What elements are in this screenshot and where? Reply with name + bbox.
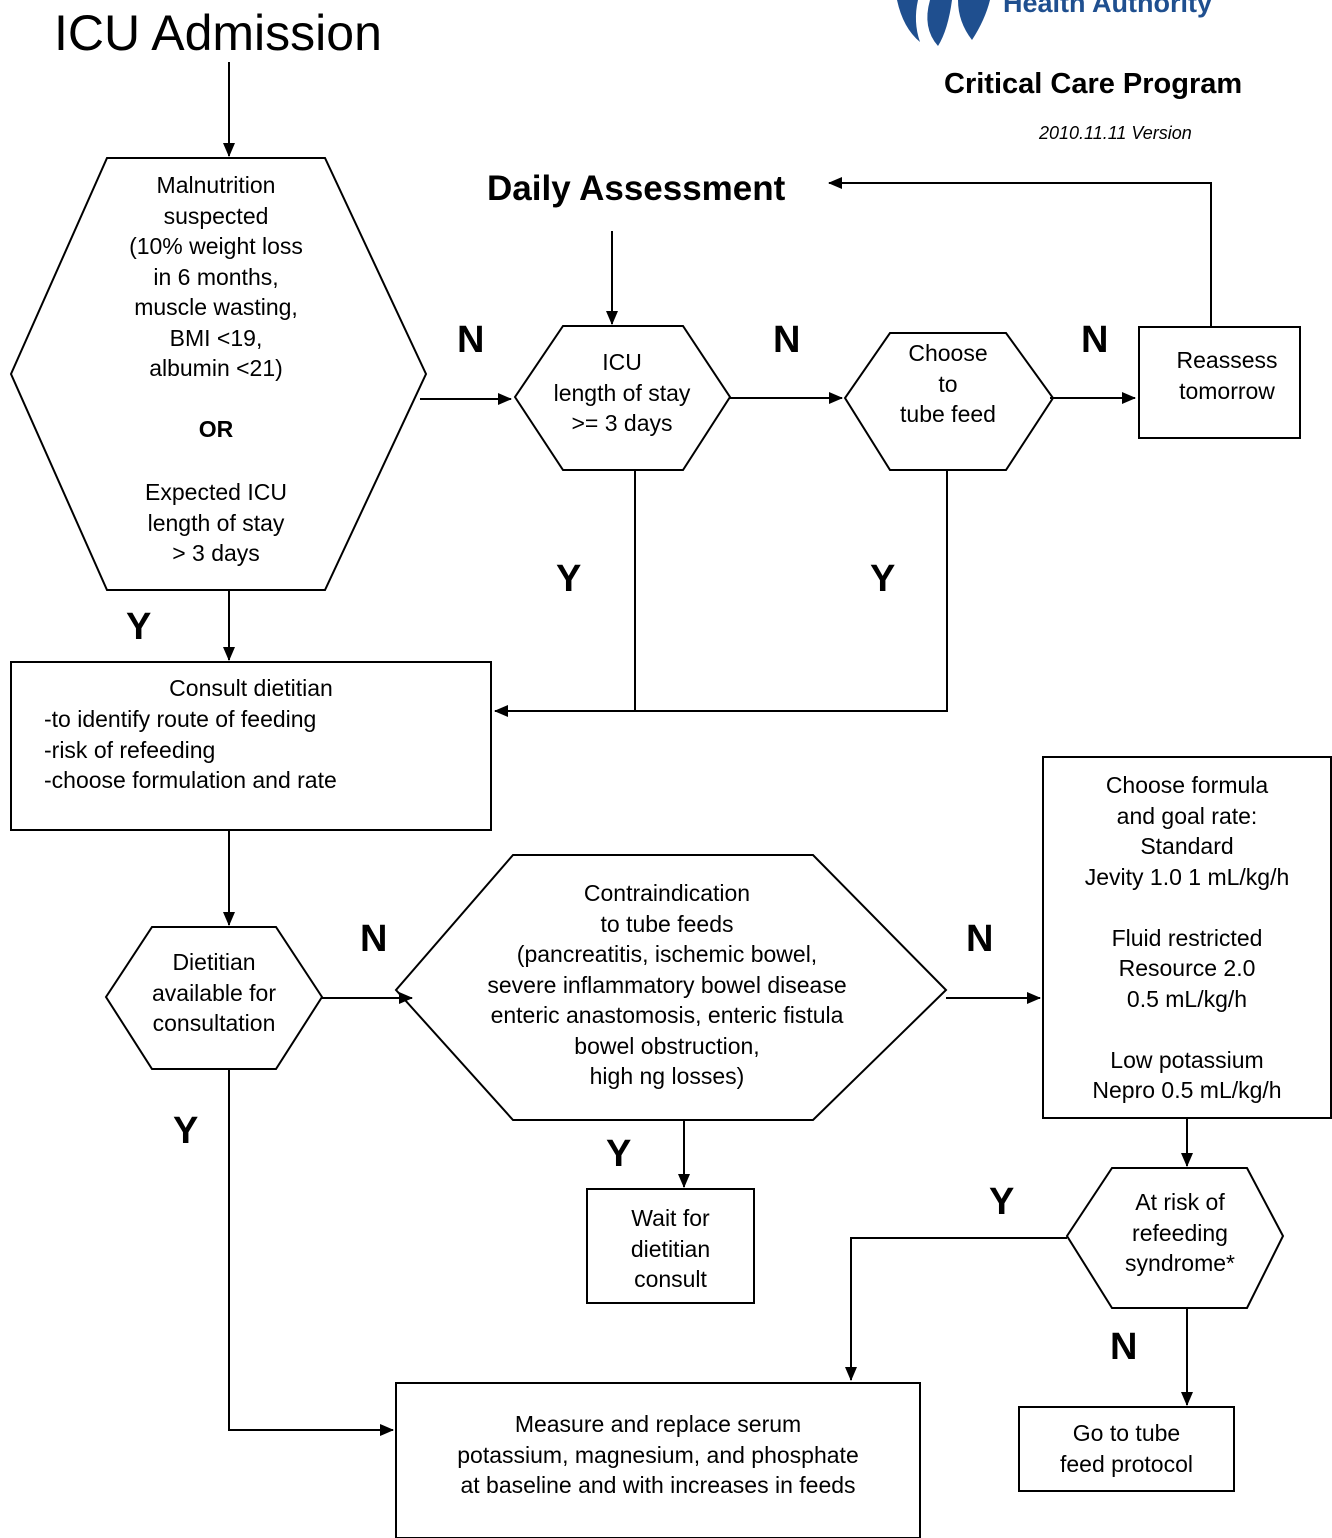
refeeding-text: At risk of refeeding syndrome* <box>1125 1189 1235 1276</box>
label-yes-choose-tube: Y <box>870 558 896 600</box>
label-yes-icu-stay: Y <box>556 558 582 600</box>
arrow-refeeding-yes-to-measure <box>845 1237 1067 1381</box>
or-label: OR <box>198 416 234 442</box>
contraindication-hexagon <box>394 854 948 1121</box>
logo-text: Health Authority <box>1003 0 1212 18</box>
wait-box <box>586 1188 755 1304</box>
label-no-malnutrition: N <box>457 319 485 361</box>
tube-protocol-text: Go to tube feed protocol <box>1060 1420 1193 1477</box>
malnutrition-hexagon <box>9 157 428 591</box>
wait-text: Wait for dietitian consult <box>630 1205 711 1292</box>
label-yes-contraindication: Y <box>606 1133 632 1175</box>
tube-protocol-box <box>1018 1406 1235 1492</box>
contraindication-text: Contraindication to tube feeds (pancreat… <box>487 880 847 1089</box>
consult-box <box>10 661 492 831</box>
measure-text: Measure and replace serum potassium, mag… <box>457 1411 859 1498</box>
reassess-text: Reassess tomorrow <box>1176 347 1278 404</box>
malnutrition-text: Malnutrition suspected (10% weight loss … <box>129 172 303 381</box>
program-name: Critical Care Program <box>944 68 1243 100</box>
dietitian-available-hexagon <box>104 926 324 1070</box>
arrow-choose-yes-to-consult <box>494 470 948 717</box>
measure-box <box>395 1382 921 1538</box>
logo-mark <box>897 0 990 46</box>
version-label: 2010.11.11 Version <box>1039 123 1192 143</box>
choose-tube-hexagon <box>843 332 1055 471</box>
label-no-refeeding: N <box>1110 1326 1138 1368</box>
label-no-icu-stay: N <box>773 319 801 361</box>
consult-title: Consult dietitian <box>169 675 333 701</box>
refeeding-hexagon <box>1065 1167 1285 1309</box>
icu-stay-text: ICU length of stay >= 3 days <box>553 349 691 436</box>
label-no-choose-tube: N <box>1081 319 1109 361</box>
label-yes-dietitian: Y <box>173 1110 199 1152</box>
dietitian-available-text: Dietitian available for consultation <box>151 949 277 1036</box>
label-yes-malnutrition: Y <box>126 606 152 648</box>
daily-assessment-title: Daily Assessment <box>487 169 786 208</box>
page-title: ICU Admission <box>54 5 382 61</box>
consult-details: -to identify route of feeding -risk of r… <box>44 706 337 793</box>
label-yes-refeeding: Y <box>989 1181 1015 1223</box>
label-no-contraindication: N <box>966 918 994 960</box>
label-no-dietitian: N <box>360 918 388 960</box>
arrow-dietitian-yes-to-measure <box>228 1069 394 1436</box>
choose-tube-text: Choose to tube feed <box>900 340 996 427</box>
reassess-box <box>1138 326 1301 439</box>
expected-stay-text: Expected ICU length of stay > 3 days <box>145 479 287 566</box>
arrow-reassess-to-daily <box>828 177 1212 327</box>
formula-text: Choose formula and goal rate: Standard J… <box>1084 772 1290 1103</box>
icu-stay-hexagon <box>513 325 732 471</box>
